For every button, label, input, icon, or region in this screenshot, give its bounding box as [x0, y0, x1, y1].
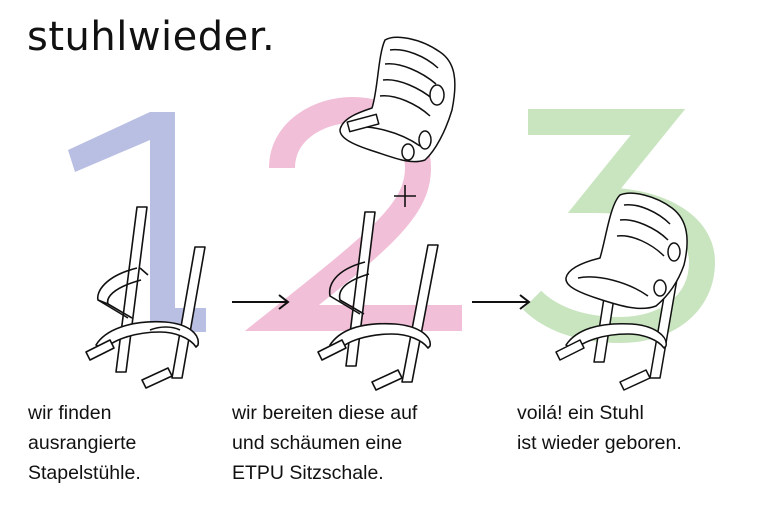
caption-line: voilá! ein Stuhl — [517, 402, 644, 424]
caption-step-2: wir bereiten diese auf und schäumen eine… — [232, 398, 417, 488]
chair-frame-icon — [85, 206, 206, 389]
chair-icon — [555, 192, 688, 391]
plus-icon — [394, 185, 416, 207]
seat-shell-icon — [339, 36, 456, 163]
arrow-right-icon — [232, 294, 290, 310]
caption-line: Stapelstühle. — [28, 462, 141, 484]
arrow-right-icon — [472, 294, 531, 310]
caption-line: wir finden — [28, 402, 112, 424]
caption-line: ausrangierte — [28, 432, 137, 454]
step-number-1 — [68, 112, 206, 332]
caption-line: ist wieder geboren. — [517, 432, 682, 454]
caption-step-1: wir finden ausrangierte Stapelstühle. — [28, 398, 141, 488]
caption-line: ETPU Sitzschale. — [232, 462, 384, 484]
caption-line: wir bereiten diese auf — [232, 402, 418, 424]
chair-frame-icon — [317, 211, 439, 391]
caption-step-3: voilá! ein Stuhl ist wieder geboren. — [517, 398, 682, 458]
caption-line: und schäumen eine — [232, 432, 403, 454]
page-title: stuhlwieder. — [27, 14, 276, 60]
